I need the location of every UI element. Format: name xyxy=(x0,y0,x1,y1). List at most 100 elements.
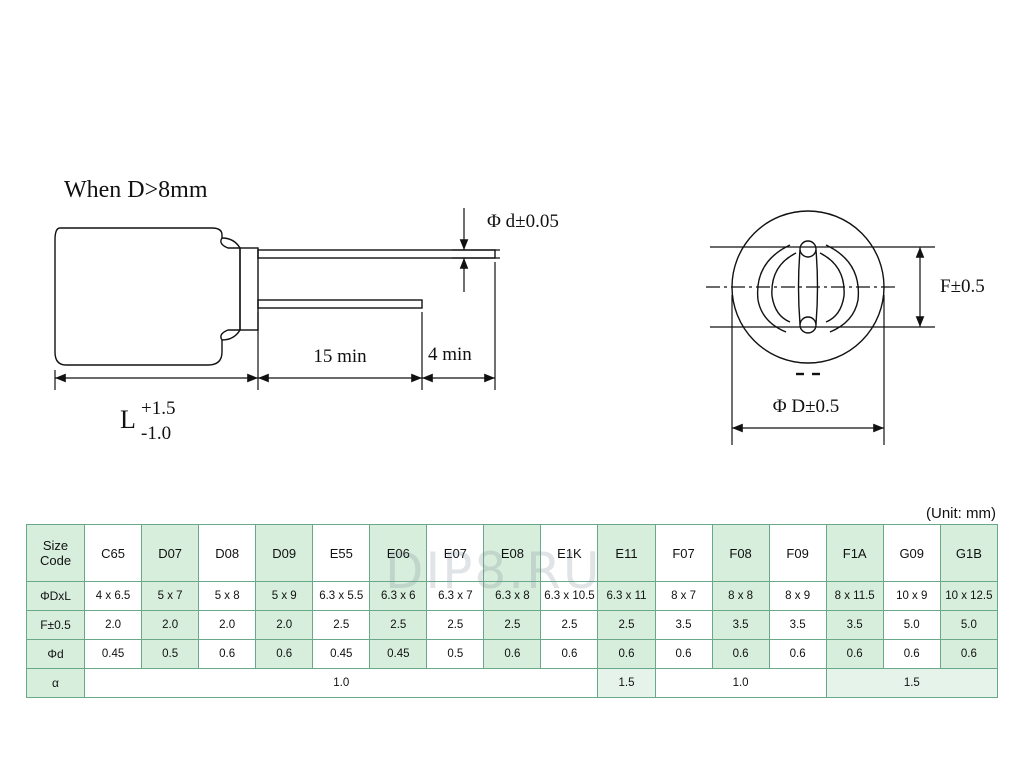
pitch-cell: 5.0 xyxy=(882,610,941,640)
lead-diameter-cell: 0.5 xyxy=(141,639,200,669)
lead-diameter-cell: 0.6 xyxy=(540,639,599,669)
lead-diameter-cell: 0.6 xyxy=(711,639,770,669)
lead-diameter-cell: 0.5 xyxy=(426,639,485,669)
lead-diameter-label: Φ d±0.05 xyxy=(487,211,559,232)
dxl-cell: 5 x 9 xyxy=(255,581,314,611)
lead-hole-top xyxy=(799,240,817,258)
lead-diameter-cell: 0.6 xyxy=(483,639,542,669)
dxl-cell: 6.3 x 5.5 xyxy=(312,581,371,611)
size-code-cell: F08 xyxy=(711,524,770,582)
dxl-cell: 10 x 12.5 xyxy=(939,581,999,611)
pitch-cell: 2.0 xyxy=(141,610,200,640)
row-label-d: Φd xyxy=(25,639,86,669)
pitch-cell: 2.5 xyxy=(426,610,485,640)
lead-diameter-cell: 0.45 xyxy=(369,639,428,669)
lead-diameter-cell: 0.6 xyxy=(768,639,827,669)
size-code-cell: F09 xyxy=(768,524,827,582)
alpha-cell: 1.5 xyxy=(597,668,656,698)
lead-diameter-cell: 0.6 xyxy=(198,639,257,669)
dxl-cell: 6.3 x 6 xyxy=(369,581,428,611)
capacitor-body-outline xyxy=(54,227,241,366)
top-view-dimensions xyxy=(706,246,935,445)
size-code-cell: D08 xyxy=(198,524,257,582)
row-label-size: Size Code xyxy=(25,524,86,582)
side-view xyxy=(54,227,496,366)
dxl-cell: 5 x 8 xyxy=(198,581,257,611)
dxl-cell: 10 x 9 xyxy=(882,581,941,611)
size-code-cell: E08 xyxy=(483,524,542,582)
pitch-cell: 2.5 xyxy=(483,610,542,640)
size-code-cell: F1A xyxy=(825,524,884,582)
rubber-seal xyxy=(239,247,259,331)
dxl-cell: 6.3 x 10.5 xyxy=(540,581,599,611)
side-view-title: When D>8mm xyxy=(64,177,208,203)
size-code-cell: D09 xyxy=(255,524,314,582)
length-tolerance-plus: +1.5 xyxy=(141,398,175,419)
watermark: DIP8.RU xyxy=(385,542,602,600)
lead-diameter-cell: 0.6 xyxy=(654,639,713,669)
pitch-cell: 2.0 xyxy=(84,610,143,640)
lead-diameter-cell: 0.6 xyxy=(255,639,314,669)
dxl-cell: 5 x 7 xyxy=(141,581,200,611)
lead-short xyxy=(257,299,423,309)
alpha-cell: 1.5 xyxy=(825,668,999,698)
size-code-cell: E06 xyxy=(369,524,428,582)
lead-diameter-cell: 0.6 xyxy=(825,639,884,669)
row-label-f: F±0.5 xyxy=(25,610,86,640)
lead-diameter-cell: 0.6 xyxy=(939,639,999,669)
pitch-cell: 2.5 xyxy=(597,610,656,640)
alpha-cell: 1.0 xyxy=(654,668,827,698)
lead-long xyxy=(257,249,496,259)
dxl-cell: 6.3 x 8 xyxy=(483,581,542,611)
sleeve-groove xyxy=(221,237,241,341)
length-tolerance-minus: -1.0 xyxy=(141,423,171,444)
lead-tip-label: 4 min xyxy=(428,344,472,365)
vent-arc-left xyxy=(756,244,791,333)
pitch-cell: 2.0 xyxy=(198,610,257,640)
lead-diameter-cell: 0.45 xyxy=(84,639,143,669)
dxl-cell: 8 x 8 xyxy=(711,581,770,611)
size-code-cell: F07 xyxy=(654,524,713,582)
pitch-label: F±0.5 xyxy=(940,276,985,297)
pitch-cell: 3.5 xyxy=(768,610,827,640)
vent-arc-right xyxy=(825,244,860,333)
pitch-cell: 3.5 xyxy=(654,610,713,640)
dxl-cell: 8 x 7 xyxy=(654,581,713,611)
pitch-cell: 2.5 xyxy=(369,610,428,640)
lead-diameter-cell: 0.45 xyxy=(312,639,371,669)
unit-label: (Unit: mm) xyxy=(926,505,996,522)
size-code-cell: G1B xyxy=(939,524,999,582)
lead-hole-bottom xyxy=(799,316,817,334)
lead-diameter-cell: 0.6 xyxy=(882,639,941,669)
dxl-cell: 6.3 x 11 xyxy=(597,581,656,611)
dxl-cell: 8 x 9 xyxy=(768,581,827,611)
side-view-dimensions xyxy=(54,208,500,390)
pitch-cell: 2.5 xyxy=(540,610,599,640)
alpha-cell: 1.0 xyxy=(84,668,599,698)
vent-center-left xyxy=(797,249,801,325)
size-code-cell: E07 xyxy=(426,524,485,582)
pitch-cell: 2.0 xyxy=(255,610,314,640)
dxl-cell: 8 x 11.5 xyxy=(825,581,884,611)
dxl-cell: 4 x 6.5 xyxy=(84,581,143,611)
pitch-cell: 3.5 xyxy=(711,610,770,640)
length-label: L xyxy=(120,405,136,434)
pitch-cell: 3.5 xyxy=(825,610,884,640)
lead-min-label: 15 min xyxy=(313,346,367,367)
capacitor-dimension-drawing: When D>8mm Φ d±0.05 15 min 4 min L +1.5 … xyxy=(54,177,985,445)
lead-diameter-cell: 0.6 xyxy=(597,639,656,669)
dxl-cell: 6.3 x 7 xyxy=(426,581,485,611)
body-diameter-label: Φ D±0.5 xyxy=(773,396,840,417)
size-code-cell: G09 xyxy=(882,524,941,582)
size-code-cell: D07 xyxy=(141,524,200,582)
pitch-cell: 5.0 xyxy=(939,610,999,640)
size-code-cell: E55 xyxy=(312,524,371,582)
row-label-dxl: ΦDxL xyxy=(25,581,86,611)
pitch-cell: 2.5 xyxy=(312,610,371,640)
